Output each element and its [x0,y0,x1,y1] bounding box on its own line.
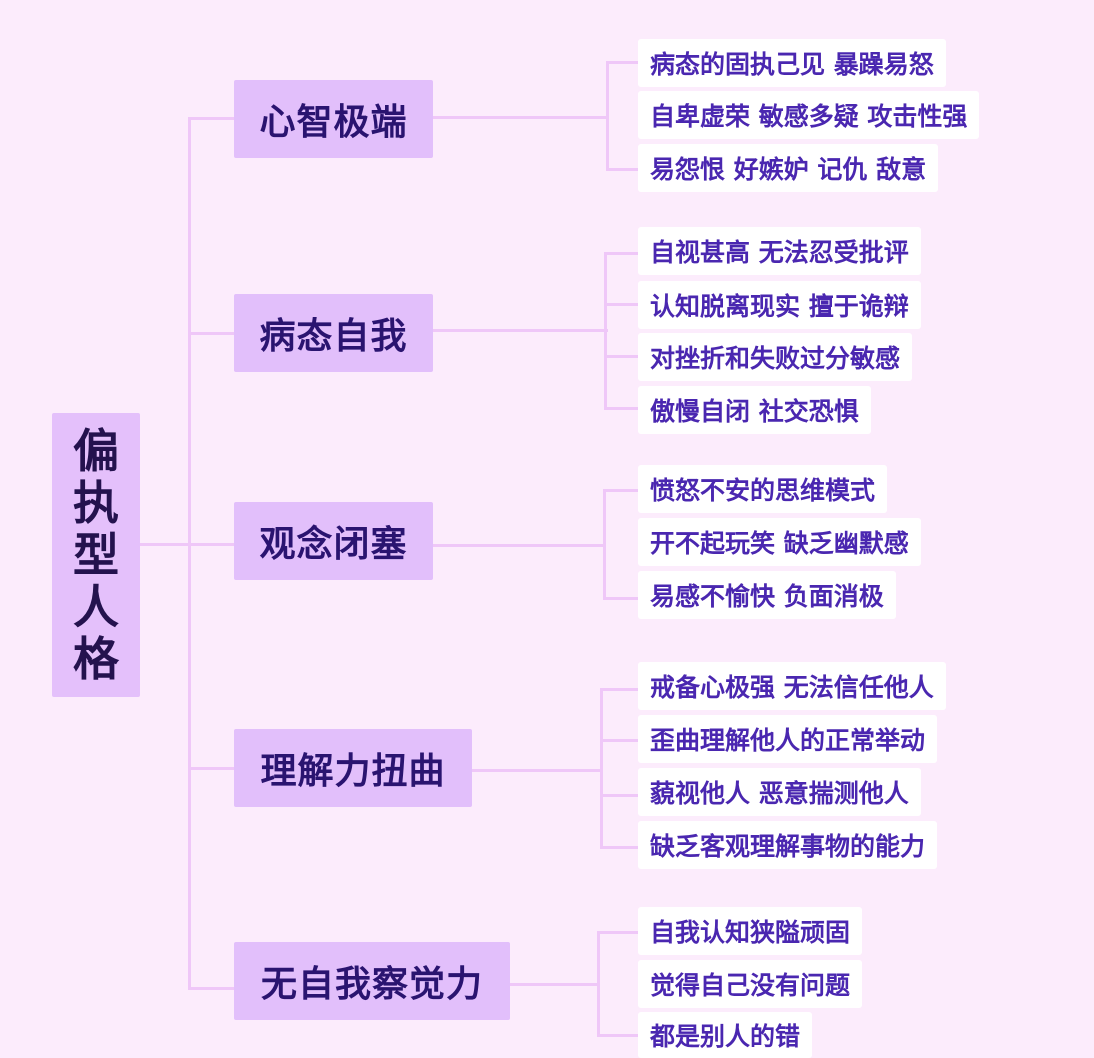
leaf-node[interactable]: 觉得自己没有问题 [638,960,863,1008]
connector-line [603,597,638,600]
root-char: 格 [73,632,119,686]
leaf-node[interactable]: 认知脱离现实 擅于诡辩 [638,281,921,329]
branch-label: 无自我察觉力 [260,964,483,1005]
leaf-node[interactable]: 易感不愉快 负面消极 [638,571,896,619]
connector-line [188,332,234,335]
connector-line [140,543,190,546]
connector-line [606,61,609,171]
leaf-node[interactable]: 自我认知狭隘顽固 [638,907,863,955]
leaf-label: 病态的固执己见 暴躁易怒 [650,50,934,79]
connector-line [603,489,606,600]
root-node[interactable]: 偏 执 型 人 格 [52,413,140,697]
root-char: 人 [73,580,119,634]
leaf-label: 觉得自己没有问题 [650,971,851,1000]
leaf-node[interactable]: 自视甚高 无法忍受批评 [638,227,921,275]
leaf-node[interactable]: 自卑虚荣 敏感多疑 攻击性强 [638,91,980,139]
connector-line [597,931,600,1037]
connector-line [188,117,234,120]
leaf-label: 自卑虚荣 敏感多疑 攻击性强 [650,102,968,131]
connector-line [606,168,638,171]
connector-line [433,329,608,332]
connector-line [604,252,638,255]
connector-line [600,846,638,849]
leaf-node[interactable]: 对挫折和失败过分敏感 [638,333,913,381]
root-char: 偏 [73,424,119,478]
connector-line [188,767,234,770]
leaf-label: 自视甚高 无法忍受批评 [650,238,909,267]
branch-node[interactable]: 病态自我 [234,294,433,372]
leaf-label: 对挫折和失败过分敏感 [650,344,901,373]
root-char: 执 [73,476,119,530]
leaf-label: 傲慢自闭 社交恐惧 [650,397,859,426]
leaf-label: 戒备心极强 无法信任他人 [650,673,934,702]
leaf-label: 缺乏客观理解事物的能力 [650,832,926,861]
connector-line [604,407,638,410]
branch-label: 观念闭塞 [259,524,408,565]
connector-line [472,769,602,772]
connector-line [433,116,608,119]
branch-label: 心智极端 [259,102,408,143]
connector-line [597,1034,638,1037]
connector-line [510,983,600,986]
connector-line [433,544,605,547]
leaf-label: 易怨恨 好嫉妒 记仇 敌意 [650,155,927,184]
leaf-label: 都是别人的错 [650,1022,801,1051]
connector-line [606,61,638,64]
branch-node[interactable]: 理解力扭曲 [234,729,472,807]
connector-line [600,688,638,691]
leaf-label: 愤怒不安的思维模式 [650,476,876,505]
connector-line [603,489,638,492]
leaf-label: 开不起玩笑 缺乏幽默感 [650,529,909,558]
connector-line [188,987,234,990]
leaf-node[interactable]: 缺乏客观理解事物的能力 [638,821,938,869]
branch-label: 理解力扭曲 [260,751,446,792]
connector-line [600,794,638,797]
leaf-node[interactable]: 病态的固执己见 暴躁易怒 [638,39,946,87]
leaf-label: 易感不愉快 负面消极 [650,582,884,611]
leaf-node[interactable]: 戒备心极强 无法信任他人 [638,662,946,710]
branch-node[interactable]: 观念闭塞 [234,502,433,580]
branch-label: 病态自我 [259,316,408,357]
branch-node[interactable]: 无自我察觉力 [234,942,510,1020]
leaf-label: 歪曲理解他人的正常举动 [650,726,926,755]
leaf-label: 认知脱离现实 擅于诡辩 [650,292,909,321]
leaf-node[interactable]: 开不起玩笑 缺乏幽默感 [638,518,921,566]
leaf-node[interactable]: 愤怒不安的思维模式 [638,465,888,513]
branch-node[interactable]: 心智极端 [234,80,433,158]
connector-line [604,252,607,409]
leaf-label: 藐视他人 恶意揣测他人 [650,779,909,808]
connector-line [604,303,638,306]
leaf-node[interactable]: 都是别人的错 [638,1012,813,1058]
root-char: 型 [73,528,119,582]
leaf-node[interactable]: 傲慢自闭 社交恐惧 [638,386,871,434]
connector-line [188,117,191,990]
connector-line [188,543,234,546]
connector-line [604,355,638,358]
connector-line [597,931,638,934]
connector-line [600,739,638,742]
connector-line [600,688,603,848]
leaf-node[interactable]: 歪曲理解他人的正常举动 [638,715,938,763]
leaf-label: 自我认知狭隘顽固 [650,918,851,947]
leaf-node[interactable]: 易怨恨 好嫉妒 记仇 敌意 [638,144,939,192]
leaf-node[interactable]: 藐视他人 恶意揣测他人 [638,768,921,816]
